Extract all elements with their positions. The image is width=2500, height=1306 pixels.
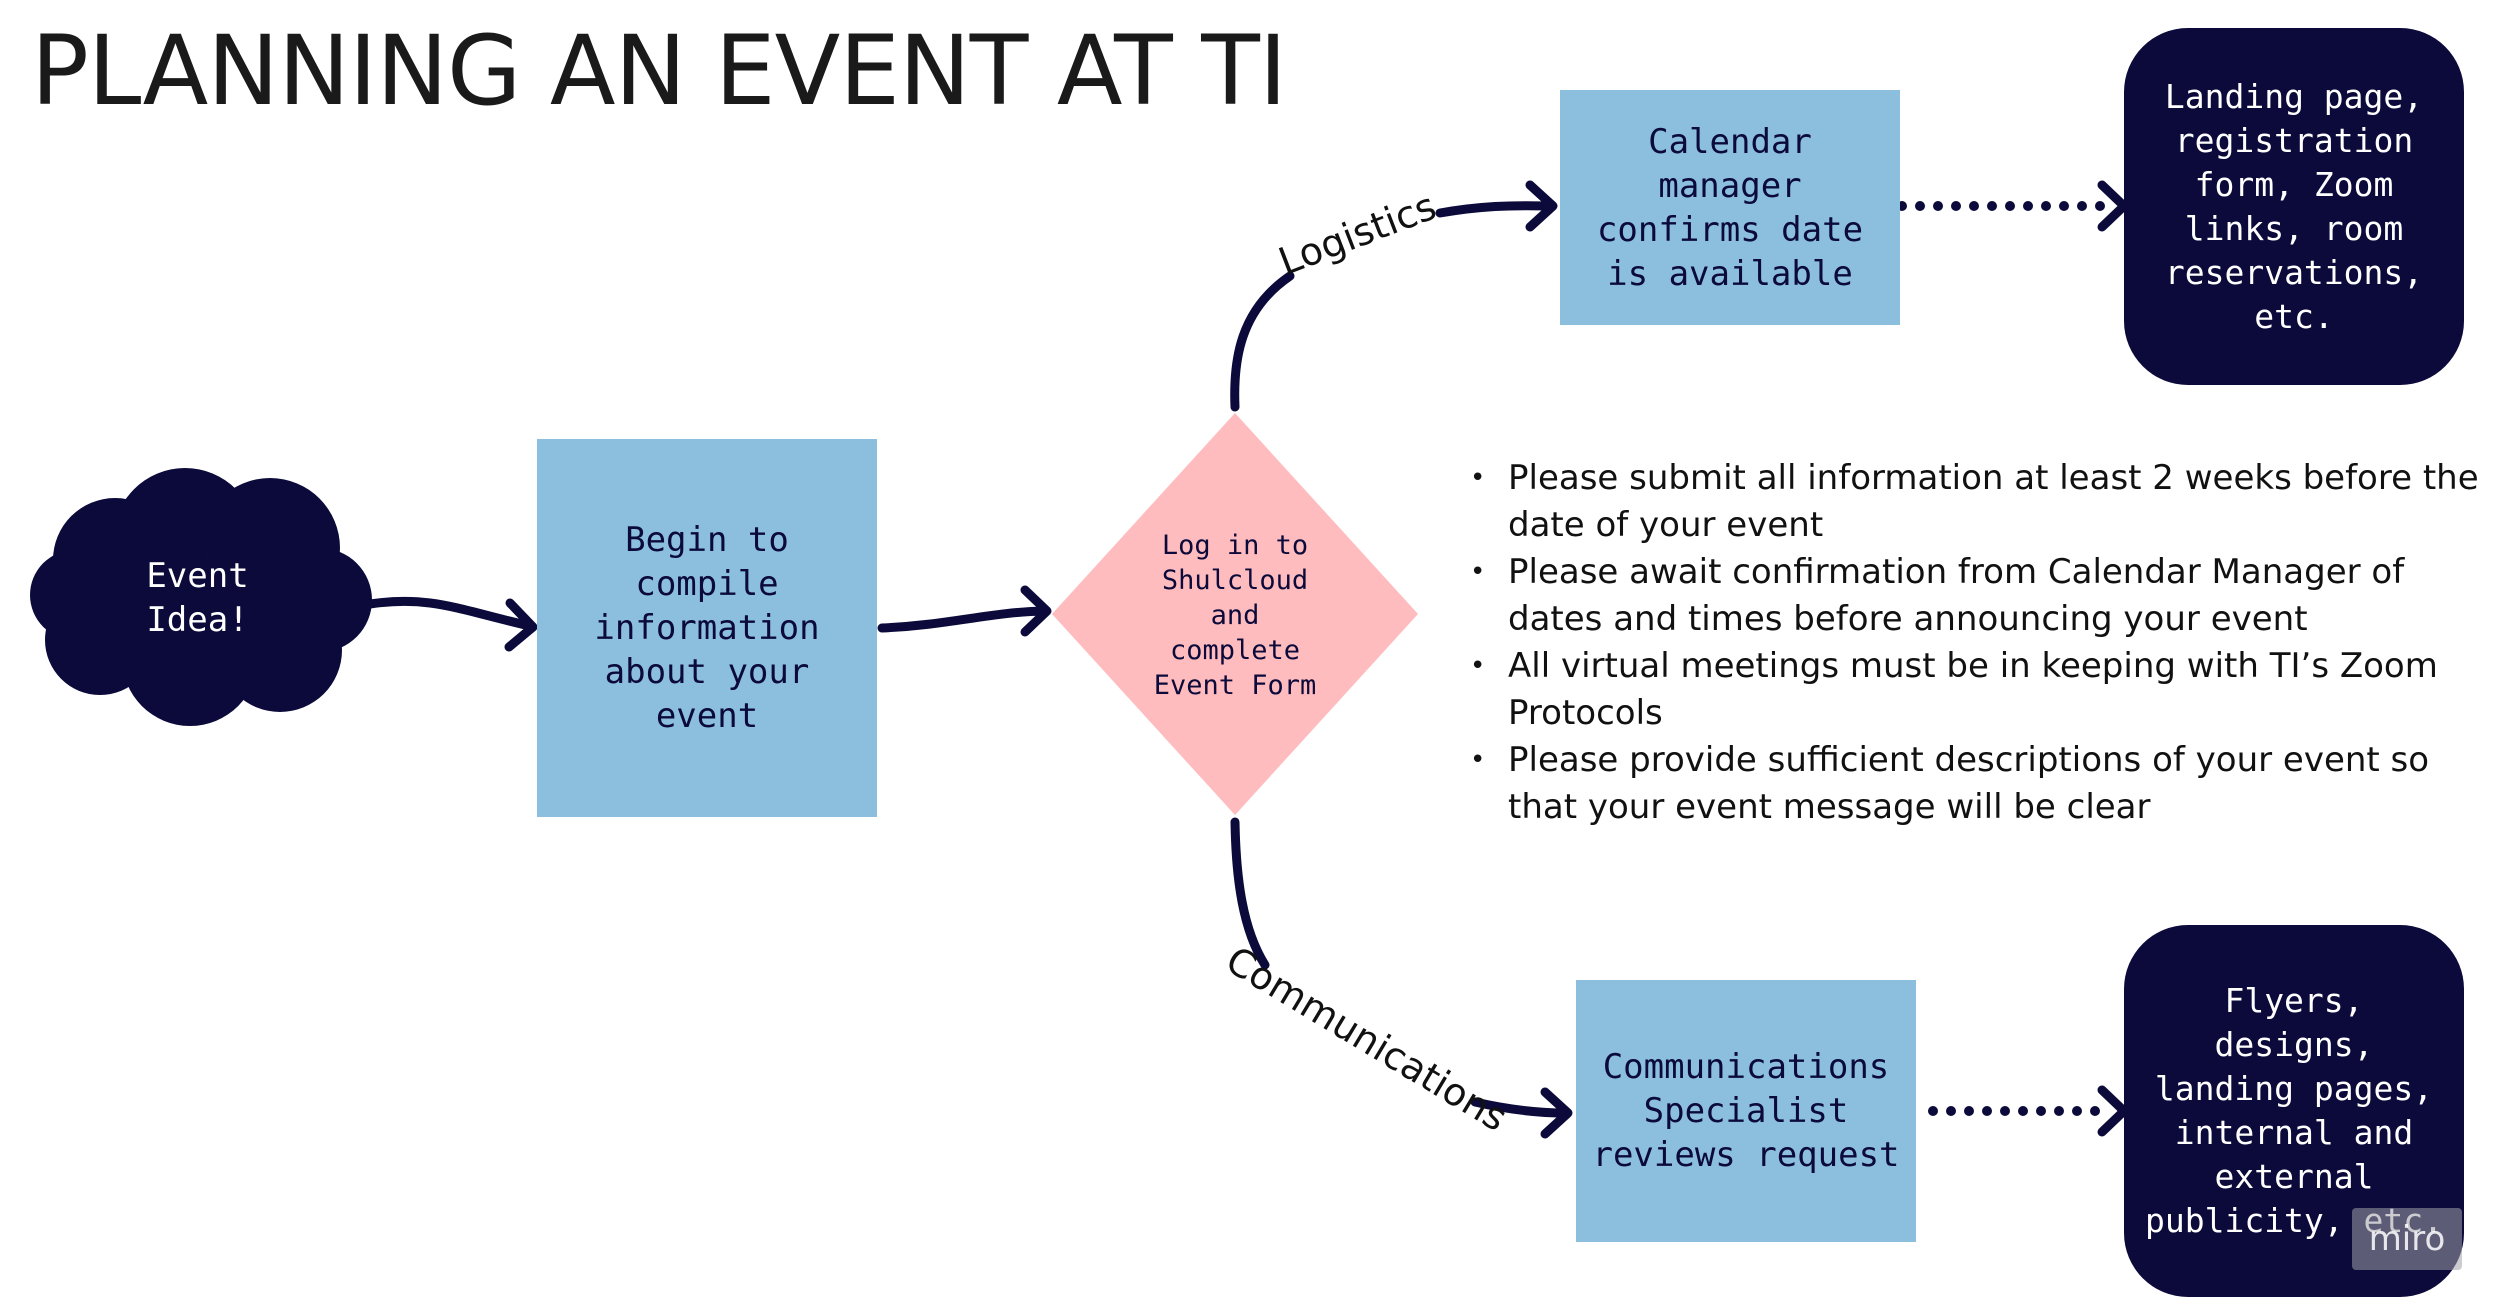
arrow-idea-to-compile-head <box>504 598 538 652</box>
dotted-comms-to-result-head <box>2097 1085 2129 1137</box>
logistics-curve-upper <box>1435 201 1555 218</box>
logistics-curve-lower <box>1230 271 1295 412</box>
event-idea-cloud <box>30 468 372 726</box>
miro-watermark: miro <box>2352 1208 2462 1270</box>
dotted-calendar-to-result-head <box>2097 180 2129 232</box>
note-item: All virtual meetings must be in keeping … <box>1470 643 2490 737</box>
comms-specialist-text: Communications Specialist reviews reques… <box>1592 1047 1900 1175</box>
communications-edge-label: Communications <box>1219 938 1515 1140</box>
logistics-edge-label: Logistics <box>1273 184 1442 284</box>
comms-curve-upper <box>1230 817 1270 970</box>
page-title: PLANNING AN EVENT AT TI <box>31 15 1287 127</box>
comms-result-box: Flyers, designs, landing pages, internal… <box>2124 925 2464 1297</box>
comms-specialist-box: Communications Specialist reviews reques… <box>1576 980 1916 1242</box>
comms-curve-lower <box>1470 1097 1570 1118</box>
arrow-compile-to-diamond <box>877 606 1050 633</box>
arrow-to-calendar-head <box>1525 180 1558 232</box>
logistics-result-text: Landing page, registration form, Zoom li… <box>2164 76 2424 336</box>
comms-result-text: Flyers, designs, landing pages, internal… <box>2144 981 2443 1240</box>
note-item: Please provide sufficient descriptions o… <box>1470 737 2490 831</box>
arrow-idea-to-compile <box>365 596 535 631</box>
log-in-diamond <box>1052 413 1418 815</box>
calendar-manager-box: Calendar manager confirms date is availa… <box>1560 90 1900 325</box>
calendar-manager-text: Calendar manager confirms date is availa… <box>1596 121 1864 294</box>
compile-info-text: Begin to compile information about your … <box>594 520 820 736</box>
logistics-result-box: Landing page, registration form, Zoom li… <box>2124 28 2464 385</box>
event-idea-text: Event Idea! <box>146 555 249 640</box>
note-item: Please await confirmation from Calendar … <box>1470 549 2490 643</box>
compile-info-box: Begin to compile information about your … <box>537 439 877 817</box>
arrow-to-comms-head <box>1540 1087 1573 1139</box>
arrow-compile-to-diamond-head <box>1020 585 1052 637</box>
notes-list: Please submit all information at least 2… <box>1470 455 2490 831</box>
log-in-text: Log in to Shulcloud and complete Event F… <box>1153 529 1317 701</box>
note-item: Please submit all information at least 2… <box>1470 455 2490 549</box>
